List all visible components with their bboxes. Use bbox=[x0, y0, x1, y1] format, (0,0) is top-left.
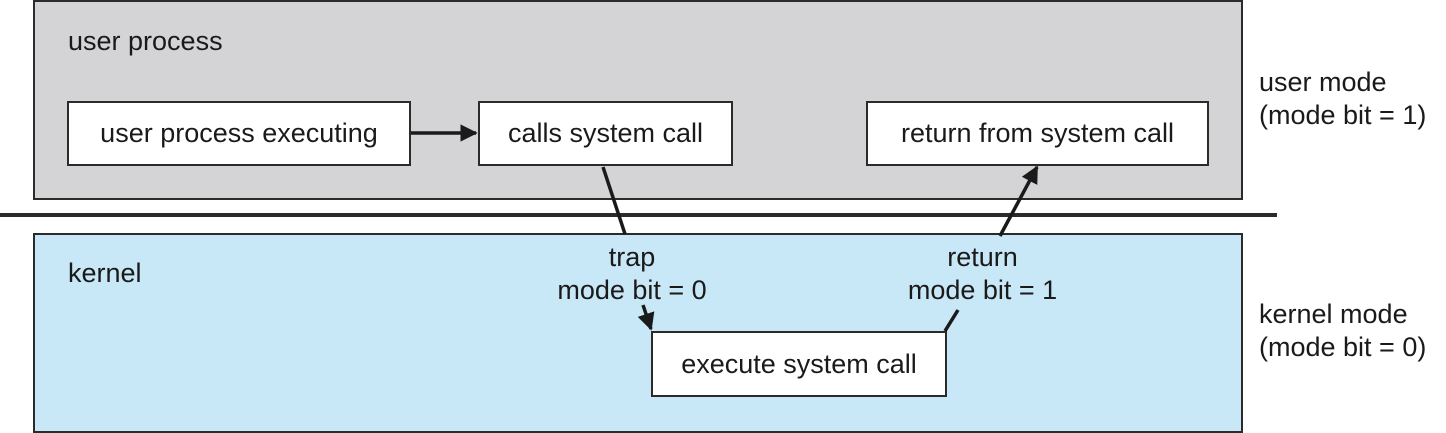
user-mode-line2: (mode bit = 1) bbox=[1259, 100, 1427, 130]
trap-label-line2: mode bit = 0 bbox=[557, 275, 707, 305]
mode-divider-line bbox=[0, 213, 1277, 217]
return-line bbox=[943, 309, 960, 332]
trap-arrow bbox=[637, 304, 655, 331]
return-from-system-call-box: return from system call bbox=[866, 101, 1209, 166]
user-mode-label: user mode (mode bit = 1) bbox=[1259, 66, 1426, 132]
trap-line bbox=[601, 166, 627, 235]
kernel-label: kernel bbox=[68, 258, 142, 288]
return-arrow bbox=[998, 165, 1039, 237]
kernel-mode-label: kernel mode (mode bit = 0) bbox=[1259, 298, 1426, 364]
calls-system-call-box: calls system call bbox=[478, 101, 733, 166]
kernel-mode-line2: (mode bit = 0) bbox=[1259, 332, 1427, 362]
kernel-mode-line1: kernel mode bbox=[1259, 299, 1408, 329]
trap-label-line1: trap bbox=[608, 242, 656, 272]
trap-label: trap mode bit = 0 bbox=[532, 241, 732, 307]
return-label-line2: mode bit = 1 bbox=[907, 275, 1058, 305]
kernel-region bbox=[33, 233, 1243, 433]
user-process-executing-box: user process executing bbox=[67, 101, 411, 166]
user-process-label: user process bbox=[68, 26, 223, 56]
execute-system-call-box: execute system call bbox=[651, 331, 947, 397]
return-label: return mode bit = 1 bbox=[880, 241, 1085, 307]
user-mode-line1: user mode bbox=[1259, 67, 1387, 97]
return-label-line1: return bbox=[947, 242, 1018, 272]
user-process-region bbox=[33, 0, 1243, 200]
